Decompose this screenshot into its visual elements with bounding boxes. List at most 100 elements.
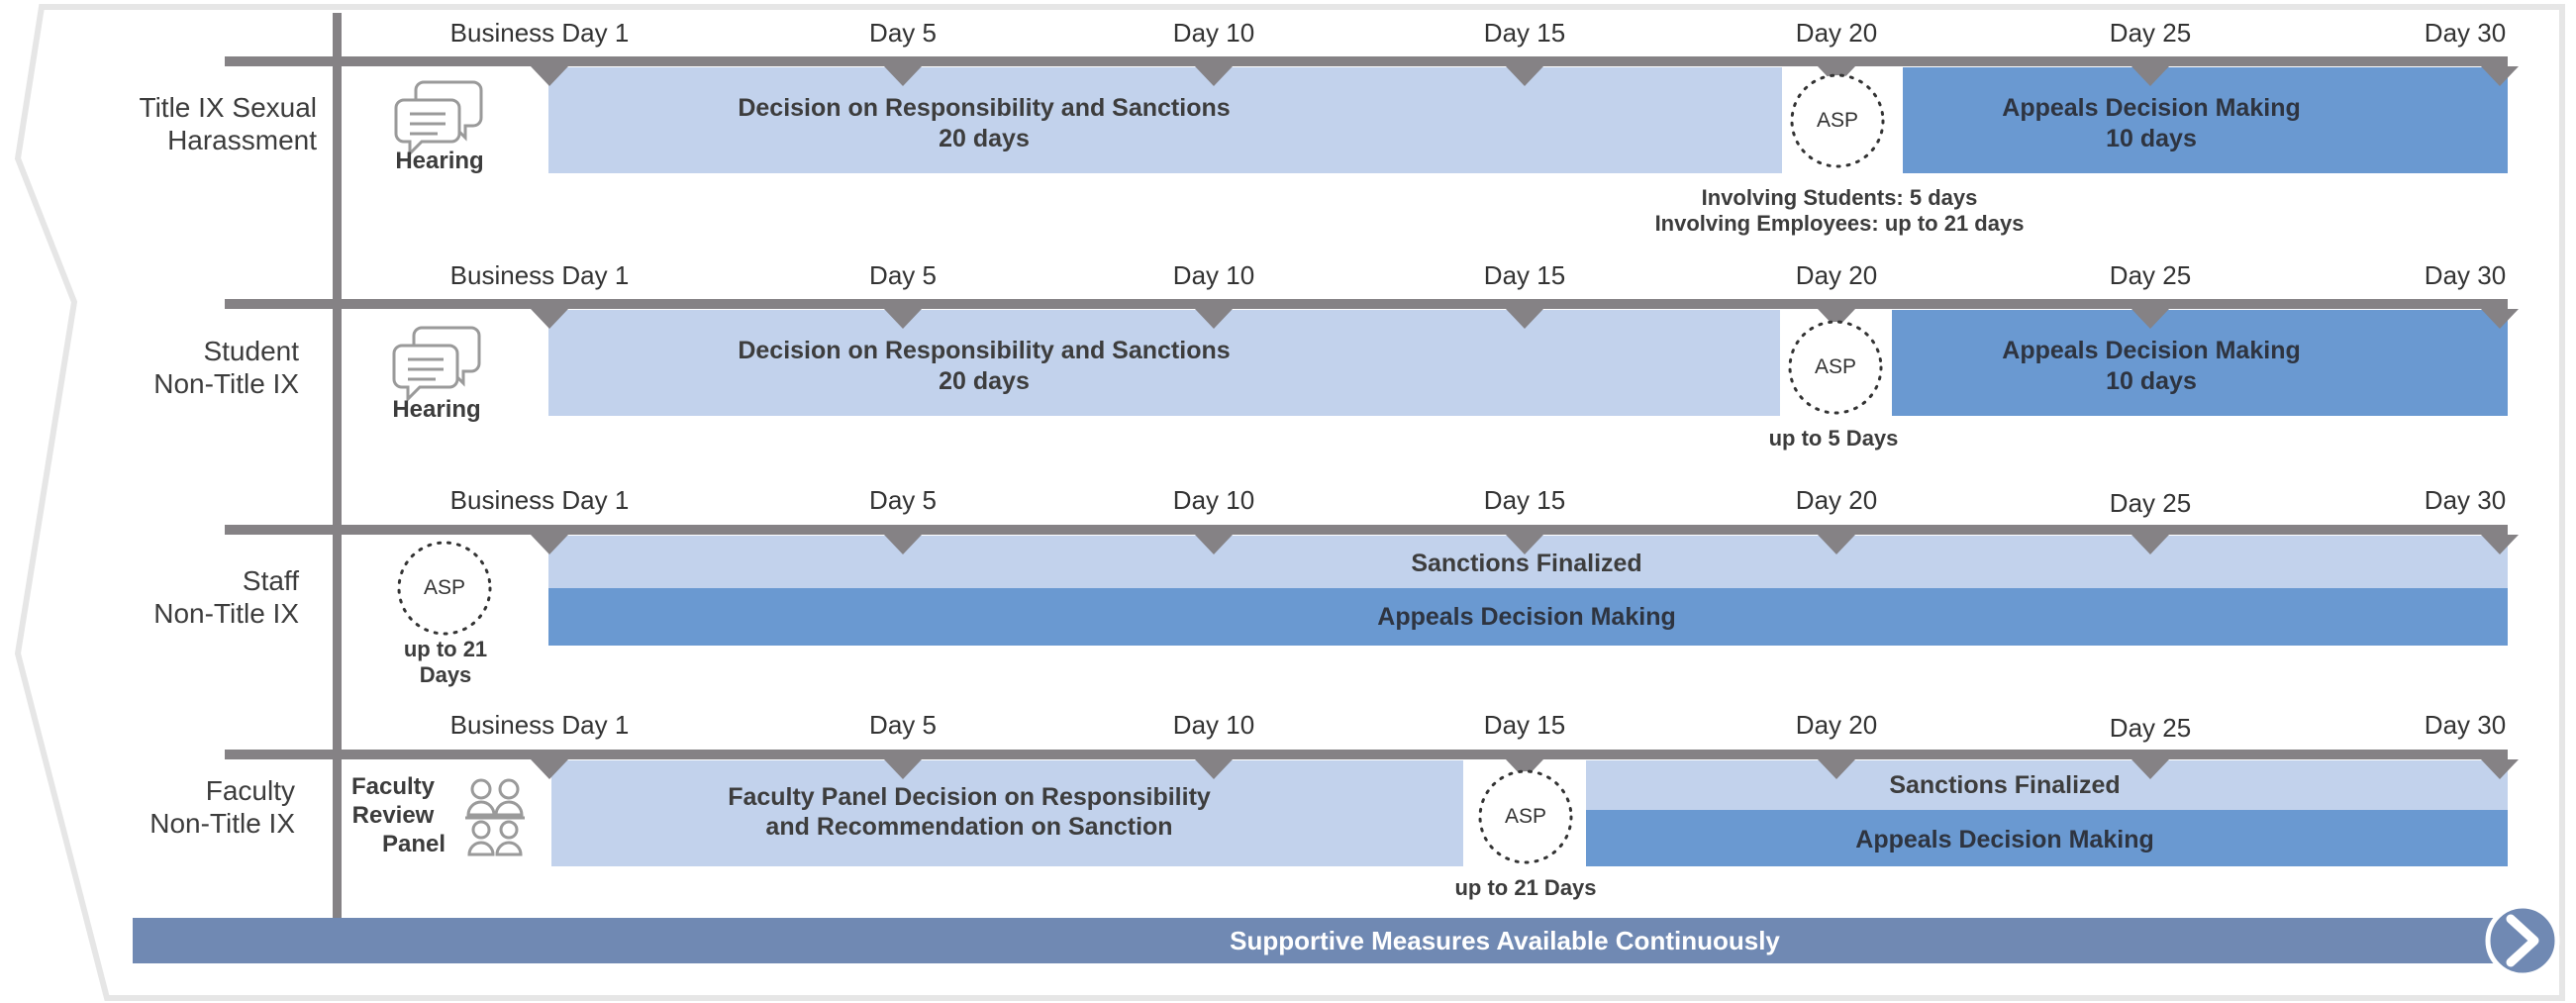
tick-markers [531, 66, 2519, 779]
row-label-title-ix: Title IX Sexual Harassment [0, 91, 317, 160]
day-label: Day 5 [869, 260, 937, 290]
speech-bubbles-icon [394, 80, 483, 157]
asp-circle-1 [1790, 73, 1885, 168]
day-label: Day 20 [1795, 18, 1878, 48]
hearing-label: Hearing [395, 148, 484, 174]
row-label-line: Non-Title IX [153, 598, 299, 629]
sanctions-title: Sanctions Finalized [1889, 771, 2121, 799]
row-label-line: Student [203, 336, 299, 366]
appeals-title: Appeals Decision Making [1855, 826, 2154, 853]
day-label: Day 15 [1483, 710, 1566, 740]
timeline-line-1 [225, 56, 2508, 66]
day-label: Day 15 [1483, 260, 1566, 290]
hearing-label: Hearing [392, 396, 481, 423]
timeline-line-3 [225, 525, 2508, 535]
tick-marker [531, 759, 568, 779]
asp-label: ASP [1816, 109, 1859, 132]
decision-title: and Recommendation on Sanction [765, 813, 1173, 841]
decision-title: Decision on Responsibility and Sanctions [738, 337, 1231, 364]
day-label: Day 15 [1483, 485, 1566, 515]
tick-marker [531, 66, 568, 86]
timeline-line-2 [225, 299, 2508, 309]
appeals-title: Appeals Decision Making [2002, 337, 2301, 364]
tick-marker [1506, 535, 1543, 554]
asp-circle-3 [397, 541, 492, 636]
appeals-bar-2 [1892, 310, 2508, 416]
appeals-duration: 10 days [2106, 125, 2197, 152]
tick-marker [2481, 66, 2519, 86]
decision-duration: 20 days [939, 367, 1030, 395]
tick-marker [1818, 759, 1855, 779]
day-label: Day 20 [1795, 710, 1878, 740]
tick-marker [531, 309, 568, 329]
day-label: Day 20 [1795, 260, 1878, 290]
vertical-axis [333, 13, 342, 919]
tick-marker [884, 535, 922, 554]
decision-bar-2 [548, 310, 1780, 416]
day-label: Day 25 [2109, 488, 2192, 518]
tick-marker [1195, 309, 1233, 329]
tick-marker [884, 66, 922, 86]
sanctions-bar-4 [1586, 760, 2508, 810]
row-label-line: Non-Title IX [149, 808, 295, 839]
tick-marker [2131, 309, 2169, 329]
tick-marker [2481, 535, 2519, 554]
day-label: Business Day 1 [449, 260, 630, 290]
decision-title: Decision on Responsibility and Sanctions [738, 94, 1231, 122]
faculty-panel-label: Faculty [350, 773, 436, 800]
decision-bar-4 [551, 760, 1463, 866]
day-label: Day 10 [1172, 710, 1255, 740]
speech-bubbles-icon [392, 326, 481, 403]
chevron-right-icon [2506, 914, 2539, 967]
decision-duration: 20 days [939, 125, 1030, 152]
tick-marker [1818, 309, 1855, 329]
tick-marker [1506, 309, 1543, 329]
day-label: Day 25 [2109, 18, 2192, 48]
tick-marker [884, 759, 922, 779]
asp-circle-4 [1478, 769, 1573, 864]
row-label-line: Staff [242, 565, 299, 596]
next-chevron-button [2485, 903, 2560, 978]
tick-marker [531, 535, 568, 554]
appeals-bar-4 [1586, 810, 2508, 866]
outer-chevron-frame [14, 4, 2565, 1001]
asp-duration-note: up to 21 [403, 637, 488, 661]
timeline-line-4 [225, 750, 2508, 759]
tick-marker [1195, 759, 1233, 779]
day-label: Day 5 [869, 18, 937, 48]
appeals-title: Appeals Decision Making [2002, 94, 2301, 122]
tick-marker [2481, 309, 2519, 329]
faculty-panel-label: Panel [381, 831, 446, 857]
day-label: Day 5 [869, 485, 937, 515]
row-label-student: Student Non-Title IX [0, 335, 299, 404]
asp-duration-note: Involving Employees: up to 21 days [1654, 211, 2025, 236]
day-label: Business Day 1 [449, 18, 630, 48]
tick-marker [884, 309, 922, 329]
tick-marker [1506, 66, 1543, 86]
day-label: Day 30 [2424, 485, 2507, 515]
supportive-band [133, 918, 2528, 963]
tick-marker [2131, 535, 2169, 554]
supportive-measures-label: Supportive Measures Available Continuous… [1230, 926, 1780, 955]
appeals-title: Appeals Decision Making [1377, 603, 1676, 631]
faculty-panel-label: Review [351, 802, 435, 829]
day-label: Day 10 [1172, 18, 1255, 48]
tick-marker [1195, 535, 1233, 554]
tick-marker [1818, 535, 1855, 554]
day-label: Day 15 [1483, 18, 1566, 48]
appeals-bar-1 [1903, 67, 2508, 173]
day-label: Day 10 [1172, 260, 1255, 290]
day-label: Business Day 1 [449, 485, 630, 515]
asp-circle-2 [1788, 320, 1883, 415]
day-label: Day 30 [2424, 710, 2507, 740]
tick-marker [1506, 759, 1543, 779]
row-label-line: Faculty [205, 775, 295, 806]
tick-marker [2131, 66, 2169, 86]
asp-label: ASP [423, 576, 466, 599]
row-label-line: Non-Title IX [153, 368, 299, 399]
day-label: Day 25 [2109, 260, 2192, 290]
asp-label: ASP [1814, 355, 1857, 378]
row-label-line: Title IX Sexual [139, 92, 317, 123]
day-label: Day 30 [2424, 260, 2507, 290]
